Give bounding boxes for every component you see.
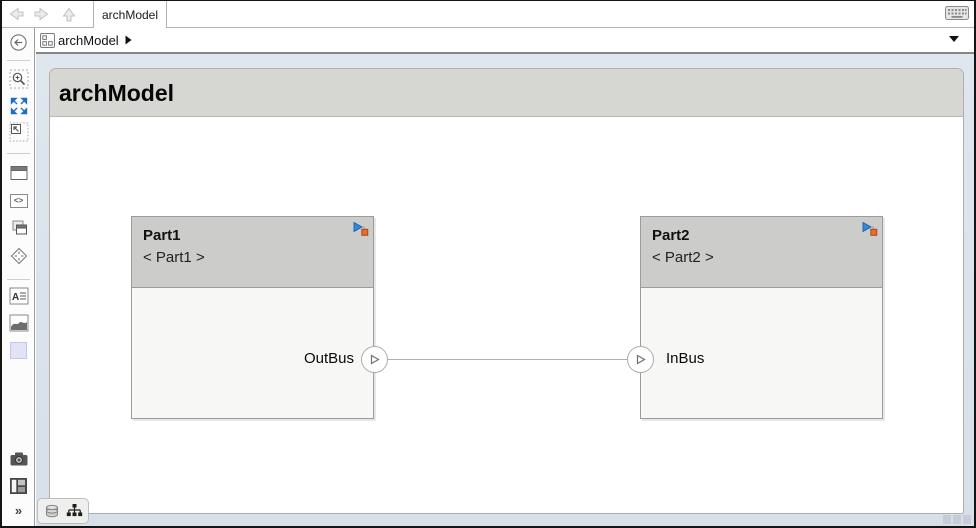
keyboard-shortcuts-button[interactable] [944,4,970,22]
palette-toolbar: <> A [2,28,35,526]
keyboard-icon [945,6,969,20]
component-header: Part1 < Part1 > [132,217,373,288]
component-header: Part2 < Part2 > [641,217,882,288]
diamond-arrows-icon [10,247,27,264]
svg-text:A: A [12,292,19,303]
subsystem-button[interactable] [8,162,29,183]
window-block-icon [10,165,27,180]
connector-line[interactable] [374,359,641,360]
forward-arrow-icon [34,7,49,21]
route-lines-button[interactable] [8,245,29,266]
annotation-button[interactable]: A [8,285,29,306]
canvas-background: archModel Part1 < Part1 > [36,54,974,526]
hierarchy-tree-icon [66,504,82,517]
camera-icon [10,452,27,465]
docked-panel-tabs [37,498,89,524]
back-button[interactable] [5,4,27,24]
up-arrow-icon [62,7,76,22]
interface-editor-tab[interactable] [43,502,61,520]
component-stereotype: < Part1 > [143,249,205,266]
select-region-icon [9,122,28,141]
tab-label: archModel [101,7,159,22]
fit-to-view-icon [10,97,27,114]
magnifier-icon [9,69,28,88]
back-arrow-icon [9,7,24,21]
duplicate-icon [12,220,27,234]
up-to-parent-button[interactable] [58,4,80,24]
screenshot-button[interactable] [8,448,29,469]
tab-bar: archModel [2,1,974,28]
database-stack-icon [46,504,58,518]
resize-grip[interactable] [943,515,971,524]
fit-to-view-button[interactable] [8,95,29,116]
breadcrumb-bar: archModel [36,28,974,54]
viewmarks-icon [10,477,27,494]
port-label-inbus: InBus [666,350,705,367]
reference-badge-icon [351,219,370,243]
toolbar-separator [7,153,30,154]
toolbar-separator [7,60,30,61]
image-icon [9,314,28,331]
port-triangle-icon [636,354,646,365]
dropdown-arrow-icon[interactable] [949,36,959,42]
forward-button[interactable] [31,4,53,24]
port-label-outbus: OutBus [303,350,354,367]
more-tools-button[interactable]: » [8,500,29,521]
port-triangle-icon [370,354,380,365]
zoom-region-button[interactable] [8,68,29,89]
breadcrumb-root[interactable]: archModel [58,32,119,48]
code-view-button[interactable]: <> [8,190,29,211]
toolbar-separator [7,279,30,280]
input-port-inbus[interactable] [627,346,654,373]
component-stereotype: < Part2 > [652,249,714,266]
component-name: Part1 [143,227,181,244]
breadcrumb-expand-icon[interactable] [125,35,132,45]
image-button[interactable] [8,312,29,333]
model-badge-icon [40,32,55,48]
output-port-outbus[interactable] [361,346,388,373]
area-button[interactable] [8,340,29,361]
component-part2[interactable]: Part2 < Part2 > [640,216,883,419]
copy-block-button[interactable] [8,217,29,238]
component-part1[interactable]: Part1 < Part1 > [131,216,374,419]
circle-left-arrow-icon [10,34,27,51]
code-angle-brackets-icon: <> [9,193,28,208]
page-title: archModel [50,69,963,117]
area-icon [10,342,27,359]
annotation-icon: A [9,287,28,304]
hide-explorer-bar-button[interactable] [8,32,29,53]
viewmarks-button[interactable] [8,475,29,496]
zoom-to-selection-button[interactable] [8,121,29,142]
reference-badge-icon [860,219,879,243]
tab-archmodel[interactable]: archModel [93,1,167,28]
component-name: Part2 [652,227,690,244]
double-chevron-icon: » [14,503,23,518]
model-browser-tab[interactable] [65,502,83,520]
diagram-page[interactable]: archModel Part1 < Part1 > [49,68,964,514]
